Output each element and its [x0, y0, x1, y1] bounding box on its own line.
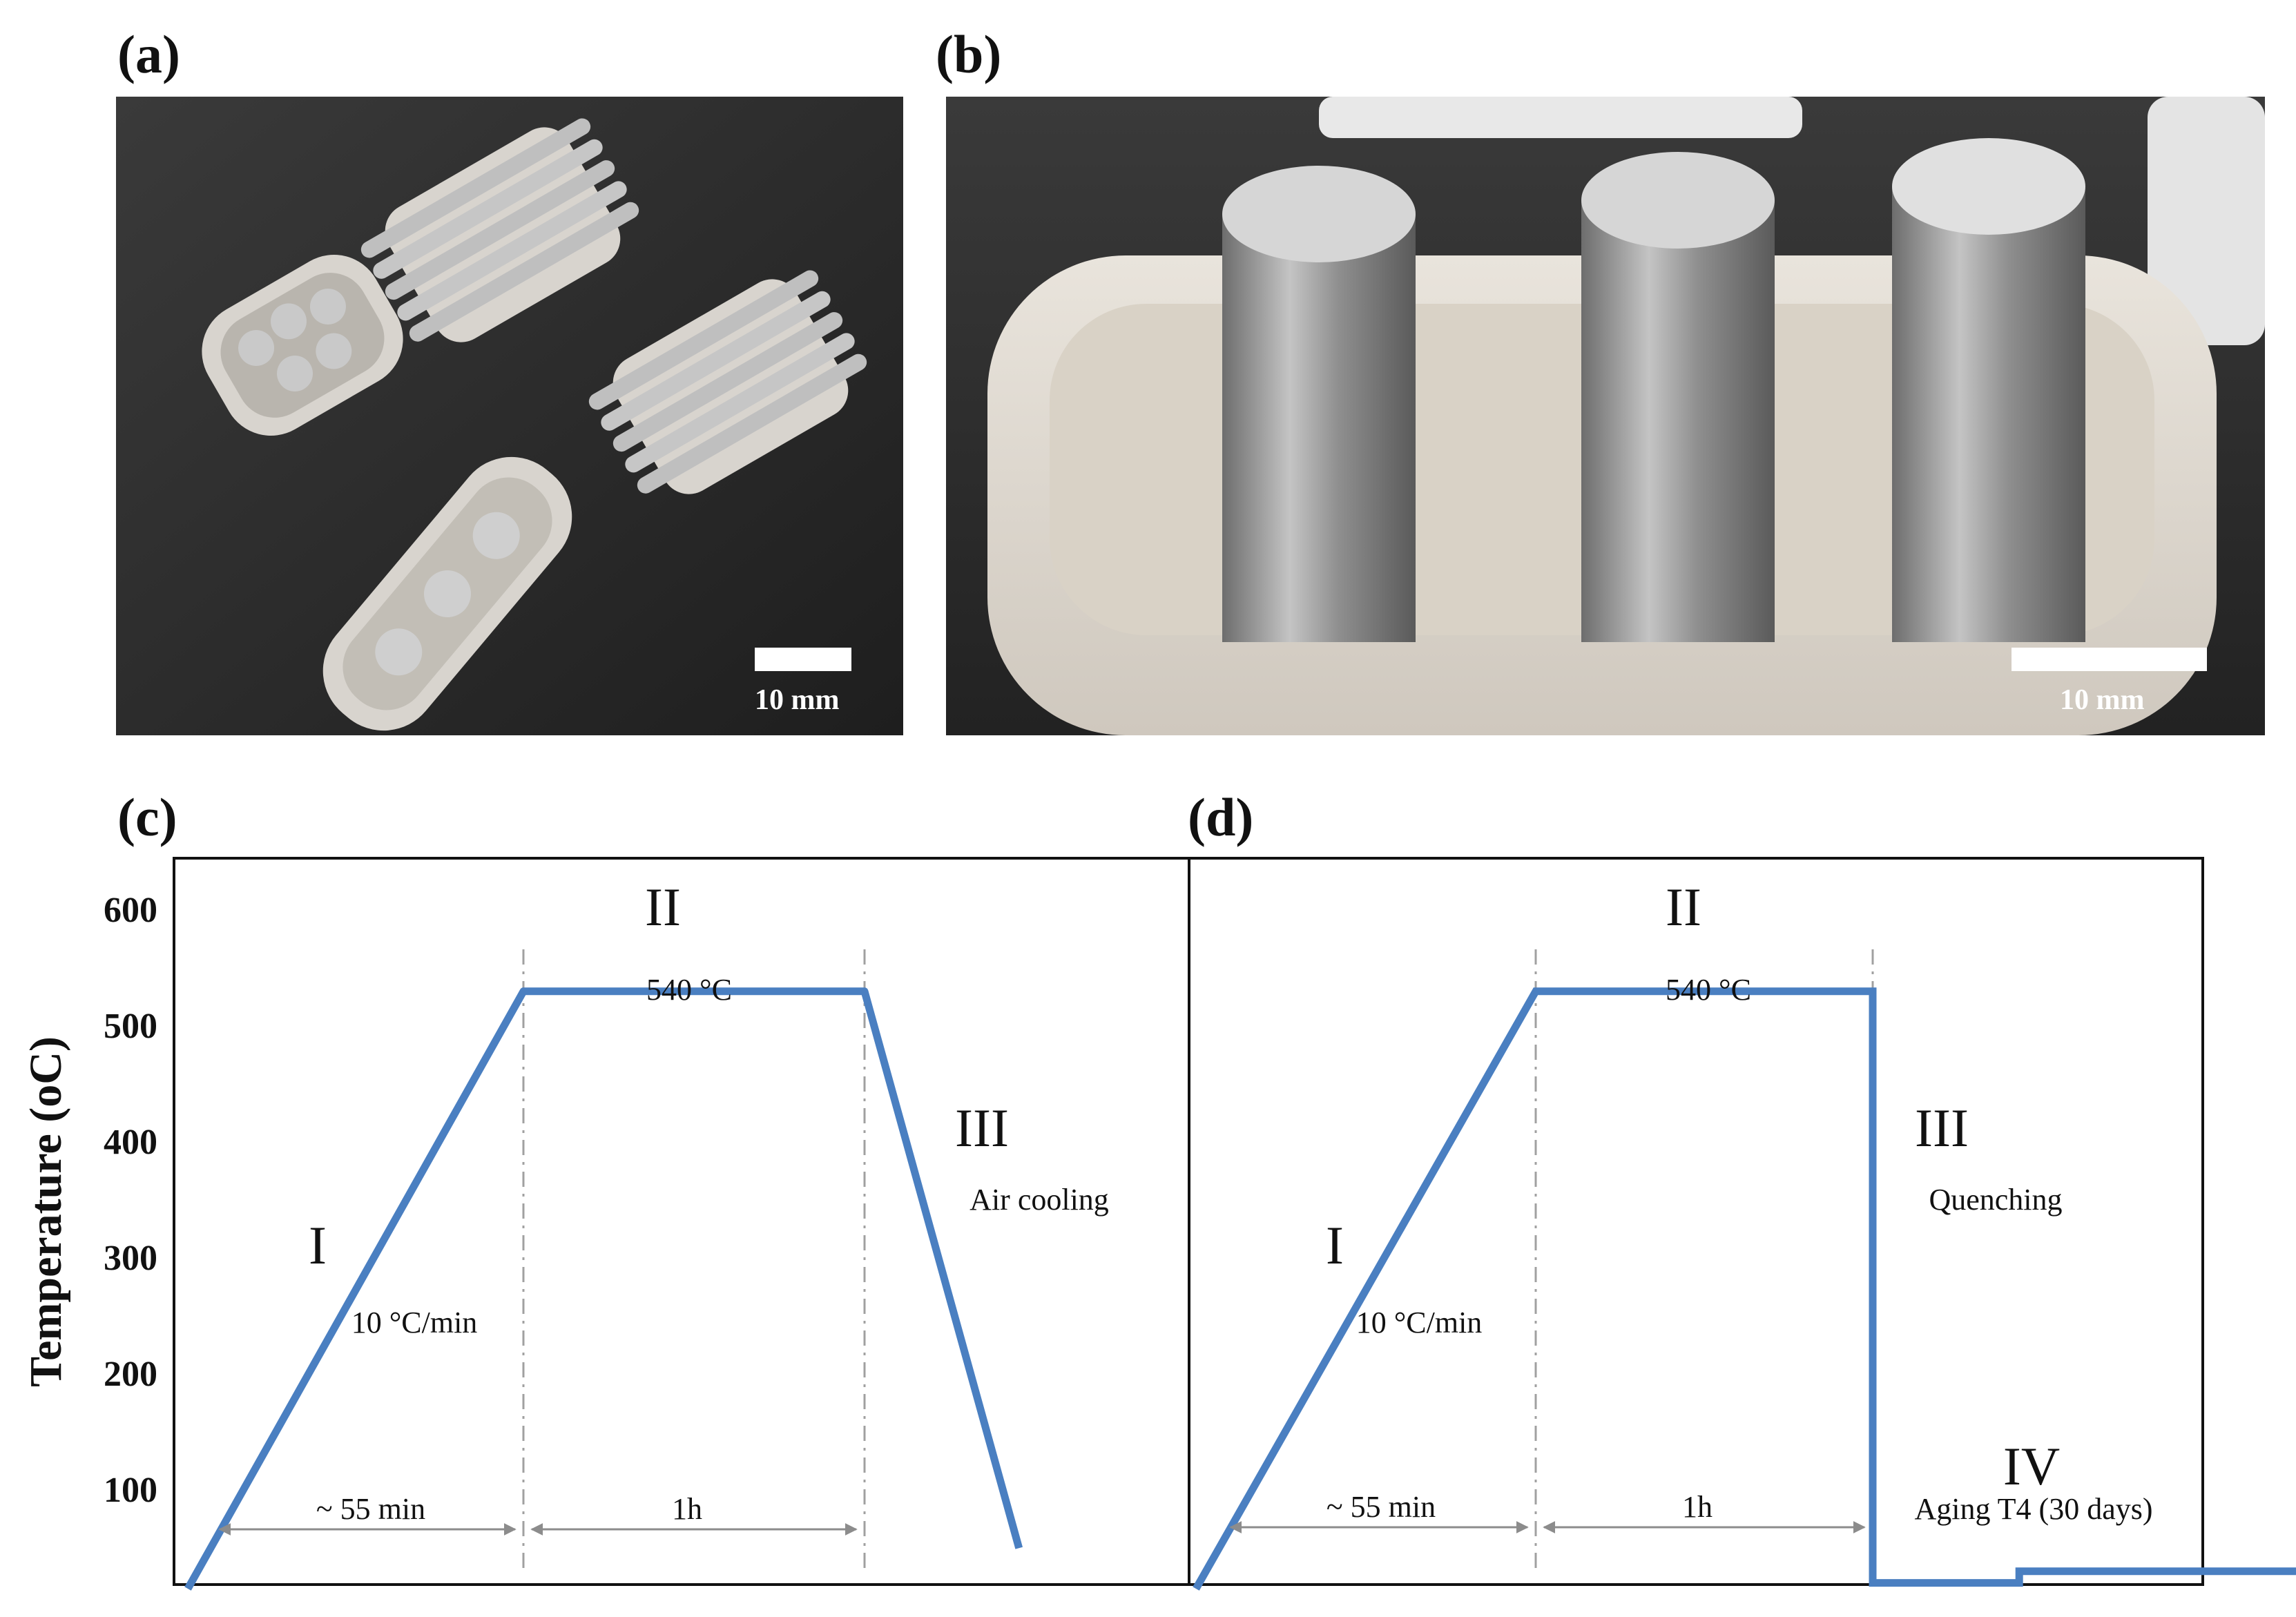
stage-label-d-III: III — [1915, 1098, 1969, 1158]
stage-note-d-II: 540 °C — [1666, 973, 1751, 1007]
scalebar-b — [2012, 648, 2207, 671]
stage-note-d-I: 10 °C/min — [1356, 1306, 1483, 1339]
y-tick-500: 500 — [104, 1007, 157, 1046]
scalebar-label-a: 10 mm — [755, 684, 840, 716]
y-tick-100: 100 — [104, 1471, 157, 1510]
y-tick-200: 200 — [104, 1355, 157, 1394]
panel-label-d: (d) — [1188, 787, 1254, 847]
scalebar-a — [755, 648, 851, 671]
y-axis-label: Temperature (oC) — [21, 1036, 71, 1387]
panel-label-c: (c) — [117, 787, 177, 847]
temperature-curve-d — [1193, 987, 2296, 1591]
stage-note-c-II: 540 °C — [646, 973, 732, 1007]
photo-b-cylindrical-samples — [946, 97, 2265, 735]
stage-note-c-I: 10 °C/min — [351, 1306, 478, 1339]
chart-d: ~ 55 min 1h I 10 °C/min II 540 °C III Qu… — [1193, 877, 2296, 1591]
y-tick-300: 300 — [104, 1239, 157, 1278]
panel-label-a: (a) — [117, 24, 180, 84]
duration-label-d-heating: ~ 55 min — [1327, 1490, 1436, 1524]
scalebar-label-b: 10 mm — [2060, 684, 2145, 716]
stage-label-c-II: II — [645, 877, 681, 937]
stage-label-d-I: I — [1326, 1215, 1344, 1275]
stage-label-d-II: II — [1666, 877, 1701, 937]
y-tick-400: 400 — [104, 1123, 157, 1162]
stage-note-d-III: Quenching — [1929, 1183, 2062, 1217]
stage-label-c-I: I — [309, 1215, 327, 1275]
y-tick-600: 600 — [104, 891, 157, 930]
duration-label-d-holding: 1h — [1682, 1490, 1713, 1524]
photo-a-sample-crucibles — [116, 97, 903, 735]
panel-label-b: (b) — [936, 24, 1002, 84]
stage-label-d-IV: IV — [2003, 1436, 2060, 1496]
stage-note-d-IV: Aging T4 (30 days) — [1914, 1492, 2152, 1526]
temperature-curve-c — [184, 987, 1023, 1591]
chart-c: ~ 55 min 1h I 10 °C/min II 540 °C III Ai… — [184, 877, 1109, 1591]
stage-note-c-III: Air cooling — [969, 1183, 1109, 1217]
stage-label-c-III: III — [955, 1098, 1009, 1158]
duration-label-c-heating: ~ 55 min — [316, 1492, 425, 1526]
duration-label-c-holding: 1h — [672, 1492, 702, 1526]
